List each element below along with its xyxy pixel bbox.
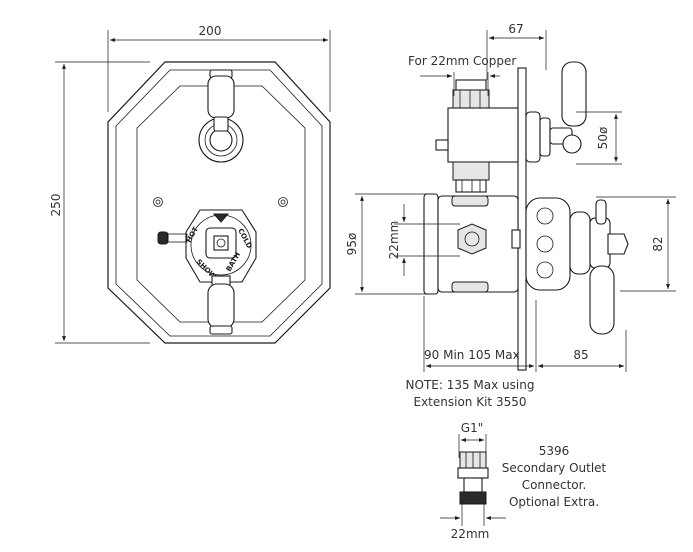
thermo-cover bbox=[525, 197, 571, 291]
connector-part-number: 5396 bbox=[539, 444, 570, 458]
body-hex-port bbox=[457, 223, 487, 255]
dim-offset-top: 67 bbox=[486, 22, 547, 80]
wall-plate bbox=[517, 67, 527, 371]
label-height-front: 250 bbox=[49, 194, 63, 217]
dim-height-front: 250 bbox=[49, 61, 150, 344]
label-copper: For 22mm Copper bbox=[408, 54, 516, 68]
upper-side-handle bbox=[561, 61, 587, 127]
label-connector-pipe: 22mm bbox=[451, 527, 490, 541]
label-depth: 90 Min 105 Max bbox=[424, 348, 520, 362]
lower-lever bbox=[207, 283, 235, 329]
copper-callout: For 22mm Copper bbox=[408, 54, 516, 96]
dim-depth: 90 Min 105 Max bbox=[423, 296, 537, 372]
dim-width-front: 200 bbox=[107, 24, 331, 112]
lower-body bbox=[423, 193, 629, 335]
upper-rose-inner bbox=[209, 128, 233, 152]
label-small-diameter: 50ø bbox=[596, 127, 610, 150]
copper-nut-top bbox=[455, 79, 487, 91]
upper-housing bbox=[447, 107, 519, 163]
label-cover-height: 82 bbox=[651, 236, 665, 251]
connector-name-line-3: Optional Extra. bbox=[509, 495, 599, 509]
label-body-diameter: 95ø bbox=[345, 233, 359, 256]
note-line-1: NOTE: 135 Max using bbox=[406, 378, 535, 392]
screw-holes bbox=[153, 197, 288, 207]
dim-handle-projection: 85 bbox=[538, 330, 627, 372]
label-handle-projection: 85 bbox=[573, 348, 588, 362]
upper-diverter bbox=[198, 69, 244, 163]
connector-name-line-2: Connector. bbox=[522, 478, 587, 492]
faceplate-outer bbox=[107, 61, 331, 344]
lower-side-handle bbox=[589, 265, 615, 335]
label-connector-thread: G1" bbox=[461, 421, 483, 435]
connector-detail: G1" 22mm 5396 Secondary Outlet Connector… bbox=[440, 421, 607, 541]
note-line-2: Extension Kit 3550 bbox=[414, 395, 527, 409]
dim-small-diameter: 50ø bbox=[576, 111, 622, 165]
thermostatic-knob: HOT COLD SHOWER BATH bbox=[157, 209, 257, 335]
faceplate-inner bbox=[115, 69, 323, 337]
front-view: HOT COLD SHOWER BATH 200 250 bbox=[49, 24, 331, 344]
connector-nut bbox=[457, 467, 489, 479]
body-flange bbox=[423, 193, 439, 295]
center-panel bbox=[136, 85, 306, 323]
dim-body-diameter: 95ø bbox=[345, 193, 430, 295]
upper-lever bbox=[207, 75, 235, 119]
dim-center-spacing: 22mm bbox=[387, 204, 460, 276]
label-width-front: 200 bbox=[199, 24, 222, 38]
upper-body bbox=[435, 61, 587, 193]
connector-name-line-1: Secondary Outlet bbox=[502, 461, 607, 475]
label-offset-top: 67 bbox=[508, 22, 523, 36]
connector-collar bbox=[459, 491, 487, 505]
side-view: 67 For 22mm Copper 50ø 95ø bbox=[345, 22, 676, 409]
dim-cover-height: 82 bbox=[596, 196, 676, 292]
label-center-spacing: 22mm bbox=[387, 221, 401, 260]
